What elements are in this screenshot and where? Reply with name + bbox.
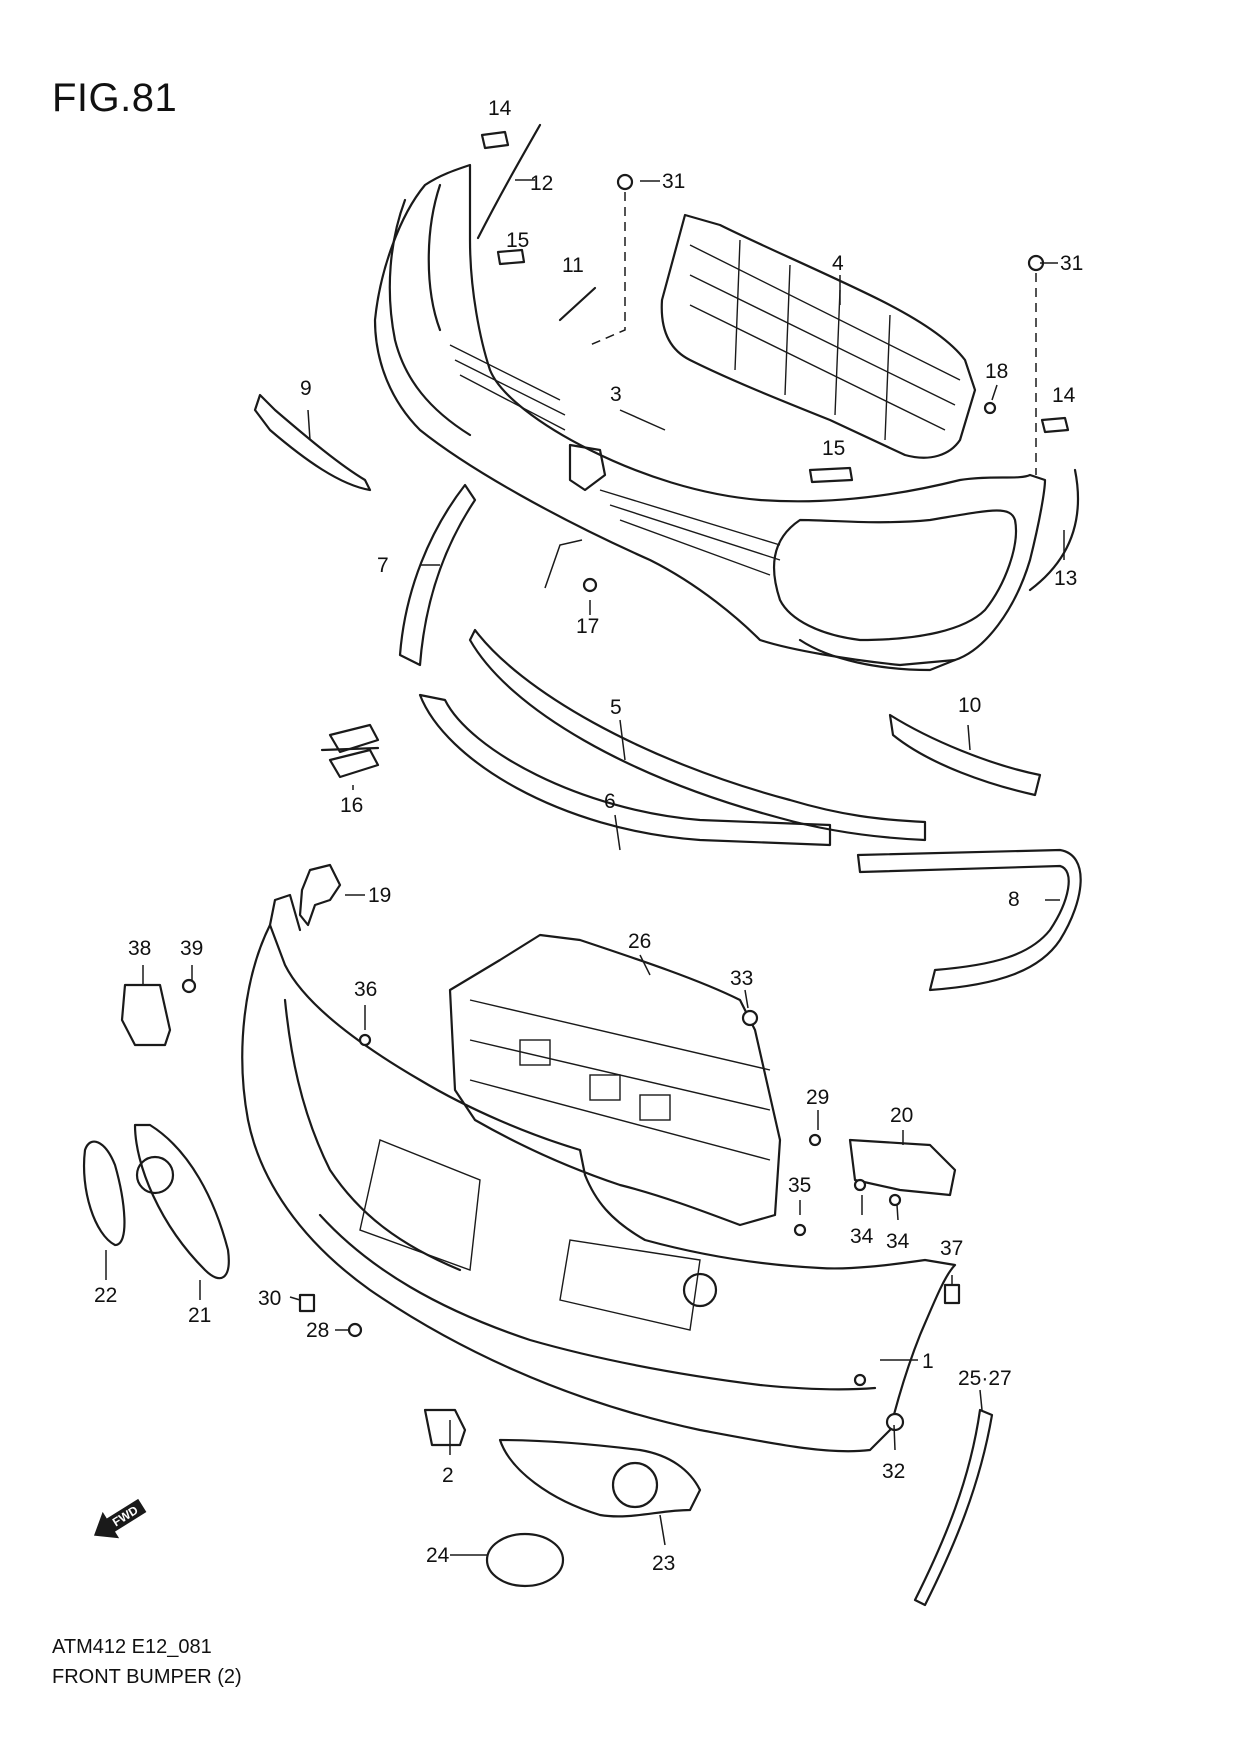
part-molding-9	[253, 393, 372, 492]
part-fog-lens-23	[611, 1461, 659, 1509]
leader-lines	[105, 179, 1065, 1556]
fwd-arrow-icon: FWD	[93, 1498, 147, 1539]
figure-title: FIG.81	[52, 76, 178, 120]
part-seal-8	[856, 848, 1082, 992]
callout-21: 21	[188, 1304, 211, 1327]
callout-22: 22	[94, 1284, 117, 1307]
part-strip-25-27	[913, 1408, 994, 1607]
callout-18: 18	[985, 360, 1008, 383]
callout-39: 39	[180, 937, 203, 960]
callout-5: 5	[610, 696, 622, 719]
callout-38: 38	[128, 937, 151, 960]
part-fog-ring-22	[83, 1140, 126, 1247]
callouts: 1 2 3 4 5 6 7 8 9 10 11 12 13 14 14 15 1…	[94, 97, 1083, 1575]
part-grille-reinforcement	[660, 213, 977, 459]
part-grille-frame	[373, 163, 1047, 672]
callout-31-left: 31	[662, 170, 685, 193]
figure-code: ATM412 E12_081	[52, 1636, 212, 1658]
part-fog-lens-21	[135, 1155, 175, 1195]
part-strip-13	[1028, 468, 1080, 592]
callout-37: 37	[940, 1237, 963, 1260]
callout-17: 17	[576, 615, 599, 638]
part-bracket-38	[120, 983, 172, 1047]
callout-16: 16	[340, 794, 363, 817]
callout-26: 26	[628, 930, 651, 953]
callout-6: 6	[604, 790, 616, 813]
part-bolt-11	[558, 286, 597, 322]
assembly-line-31-left	[589, 192, 626, 346]
labels-14-15	[480, 130, 1070, 484]
callout-32: 32	[882, 1460, 905, 1483]
part-strip-12	[476, 123, 542, 240]
fasteners	[181, 173, 1045, 1432]
part-energy-absorber	[448, 933, 782, 1227]
callout-12: 12	[530, 172, 553, 195]
callout-36: 36	[354, 978, 377, 1001]
callout-35: 35	[788, 1174, 811, 1197]
part-fog-grille-21	[133, 1123, 230, 1280]
callout-24: 24	[426, 1544, 450, 1567]
part-seal-6	[468, 628, 927, 842]
callout-34-right: 34	[886, 1230, 910, 1253]
callout-7: 7	[377, 554, 389, 577]
callout-13: 13	[1054, 567, 1077, 590]
callout-1: 1	[922, 1350, 934, 1373]
callout-8: 8	[1008, 888, 1020, 911]
callout-31-right: 31	[1060, 252, 1083, 275]
part-cap-2	[423, 1408, 467, 1447]
callout-11: 11	[562, 254, 584, 277]
figure-caption: FRONT BUMPER (2)	[52, 1666, 242, 1688]
part-front-bumper	[241, 893, 957, 1453]
callout-20: 20	[890, 1104, 913, 1127]
callout-14-right: 14	[1052, 384, 1076, 407]
part-bracket-19	[298, 863, 342, 927]
callout-14-top: 14	[488, 97, 512, 120]
callout-19: 19	[368, 884, 391, 907]
callout-23: 23	[652, 1552, 675, 1575]
callout-34-left: 34	[850, 1225, 874, 1248]
part-clip-37	[943, 1283, 961, 1305]
part-seal-5	[418, 693, 832, 847]
callout-29: 29	[806, 1086, 829, 1109]
callout-2: 2	[442, 1464, 454, 1487]
callout-4: 4	[832, 252, 844, 275]
part-bracket-20	[848, 1138, 957, 1197]
callout-15-left: 15	[506, 229, 529, 252]
callout-3: 3	[610, 383, 622, 406]
part-emblem	[320, 723, 380, 779]
part-fog-ring-24	[485, 1532, 565, 1588]
callout-10: 10	[958, 694, 981, 717]
part-fog-grille-23	[498, 1438, 702, 1518]
callout-30: 30	[258, 1287, 281, 1310]
part-molding-10	[888, 713, 1042, 797]
callout-33: 33	[730, 967, 753, 990]
assembly-line-17	[544, 539, 583, 589]
part-clip-30	[298, 1293, 316, 1313]
callout-9: 9	[300, 377, 312, 400]
callout-28: 28	[306, 1319, 329, 1342]
callout-25-27: 25·27	[958, 1367, 1012, 1390]
callout-15-right: 15	[822, 437, 845, 460]
part-seal-7	[398, 483, 477, 667]
